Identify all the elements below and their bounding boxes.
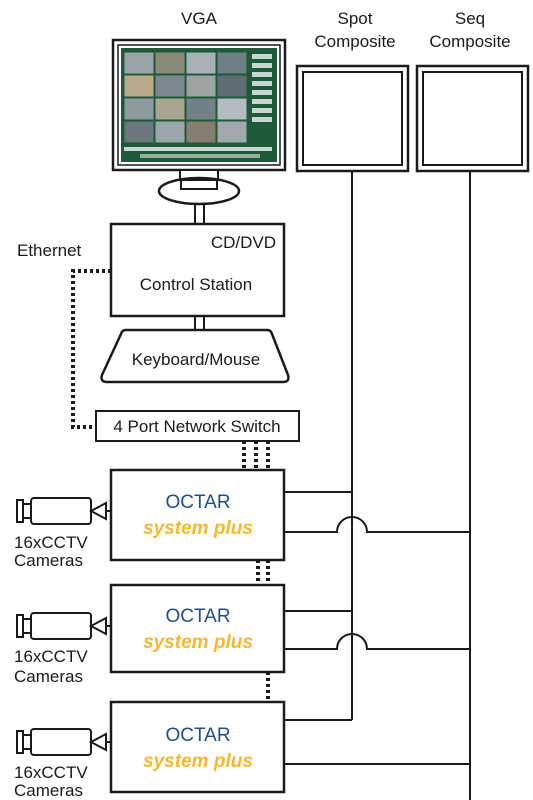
camera-label: Cameras: [14, 667, 83, 686]
camera-icon: [16, 728, 111, 756]
composite-video-wiring: [284, 171, 471, 800]
octar-unit-2: OCTAR system plus: [109, 583, 286, 674]
unit-3-product: system plus: [143, 751, 253, 772]
seq-label-line2: Composite: [429, 32, 510, 51]
control-station-label: Control Station: [140, 275, 252, 294]
network-switch-label: 4 Port Network Switch: [113, 417, 280, 436]
cd-dvd-label: CD/DVD: [211, 233, 276, 252]
switch-uplinks: [242, 441, 270, 470]
camera-count-label: 16xCCTV: [14, 763, 88, 782]
vga-monitor: [111, 38, 287, 206]
unit-1-brand: OCTAR: [165, 492, 230, 513]
keyboard-mouse: Keyboard/Mouse: [100, 328, 290, 384]
octar-unit-3: OCTAR system plus: [109, 700, 286, 794]
camera-icon: [16, 612, 111, 640]
vga-cable: [194, 204, 205, 224]
spot-label-line1: Spot: [338, 9, 373, 28]
camera-icon: [16, 497, 111, 525]
spot-label-line2: Composite: [314, 32, 395, 51]
camera-group-1: 16xCCTV Cameras: [14, 497, 111, 570]
seq-label-line1: Seq: [455, 9, 485, 28]
camera-group-3: 16xCCTV Cameras: [14, 728, 111, 800]
ethernet-label: Ethernet: [17, 241, 82, 260]
camera-label: Cameras: [14, 781, 83, 800]
ethernet-connection: [71, 269, 111, 429]
camera-count-label: 16xCCTV: [14, 647, 88, 666]
control-station: CD/DVD Control Station: [109, 222, 286, 318]
spot-composite-monitor: [295, 64, 410, 173]
keyboard-cable: [194, 316, 205, 330]
unit-interlinks: [256, 560, 270, 702]
camera-group-2: 16xCCTV Cameras: [14, 612, 111, 686]
network-switch: 4 Port Network Switch: [95, 410, 300, 442]
vga-screen: [121, 48, 277, 162]
unit-2-brand: OCTAR: [165, 606, 230, 627]
unit-1-product: system plus: [143, 518, 253, 539]
seq-composite-monitor: [415, 64, 530, 173]
vga-label: VGA: [181, 9, 218, 28]
keyboard-mouse-label: Keyboard/Mouse: [132, 350, 261, 369]
camera-label: Cameras: [14, 551, 83, 570]
unit-3-brand: OCTAR: [165, 725, 230, 746]
octar-unit-1: OCTAR system plus: [109, 468, 286, 562]
unit-2-product: system plus: [143, 632, 253, 653]
camera-count-label: 16xCCTV: [14, 533, 88, 552]
